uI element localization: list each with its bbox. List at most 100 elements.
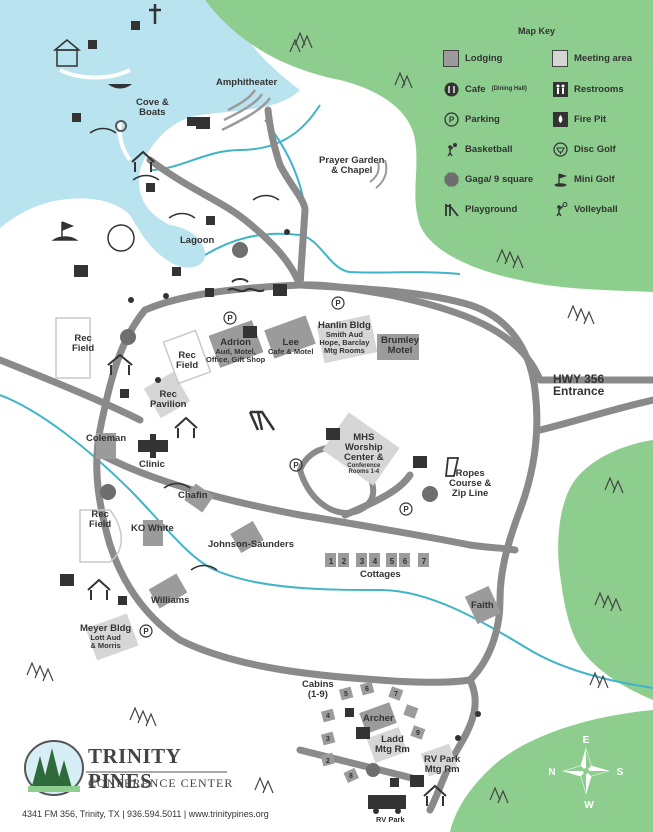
ko-white-building — [143, 520, 163, 546]
fire-pit-icon — [146, 183, 155, 192]
cottage-1 — [325, 553, 336, 567]
label-mhs: MHS Worship Center & Conference Rooms 1-… — [344, 433, 384, 476]
label-ropes: Ropes Course & Zip Line — [449, 468, 492, 499]
fire-pit-icon — [205, 288, 214, 297]
key-item-mini-golf: Mini Golf — [552, 171, 615, 187]
label-archer: Archer — [363, 713, 394, 724]
map-key: Map Key Lodging Meeting area Cafe (Dinin… — [438, 22, 650, 232]
label-cove-boats: Cove & Boats — [136, 97, 169, 118]
fire-pit-icon — [118, 596, 127, 605]
mhs-subtitle: Conference Rooms 1-4 — [347, 462, 381, 476]
cabin-number: 9 — [416, 730, 420, 737]
label-highway-entrance: HWY 356 Entrance — [553, 372, 605, 398]
cottage-4 — [369, 553, 380, 567]
fire-pit-icon — [345, 708, 354, 717]
rv-icon — [368, 795, 406, 809]
lee-building — [264, 315, 316, 359]
meyer-subtitle: Lott Aud & Morris — [90, 632, 121, 650]
label-coleman: Coleman — [86, 433, 127, 444]
tree-clusters — [26, 31, 624, 804]
label-chafin: Chafin — [178, 490, 208, 501]
fire-pit-icon — [172, 267, 181, 276]
mhs-building — [322, 412, 400, 486]
volleyball-icon — [552, 201, 568, 217]
key-label: Lodging — [465, 52, 503, 64]
compass-south: S — [617, 767, 624, 778]
cottage-7 — [418, 553, 429, 567]
restroom-icon — [413, 456, 427, 468]
ladd-building — [366, 726, 408, 764]
rec-field-center-outline — [162, 329, 212, 385]
restroom-icon — [552, 81, 568, 97]
rv-park-mtg-building — [420, 743, 458, 777]
fire-pit-icon — [131, 21, 140, 30]
playground-icon — [443, 201, 459, 217]
cottage-number: 2 — [342, 557, 347, 566]
lodging-swatch — [443, 49, 459, 67]
key-item-parking: P Parking — [443, 111, 500, 127]
chafin-building — [184, 483, 214, 513]
gazebo-icon — [52, 39, 82, 67]
restroom-icon — [60, 574, 74, 586]
clinic-icon — [138, 434, 168, 458]
fire-pit-icon — [88, 40, 97, 49]
cottage-number: 4 — [373, 557, 378, 566]
amphitheater-icon — [221, 89, 272, 132]
restroom-icon — [410, 775, 424, 787]
cottage-3 — [356, 553, 367, 567]
label-johnson-saunders: Johnson-Saunders — [208, 539, 295, 550]
boat-dock-icon — [115, 120, 127, 132]
label-hanlin: Hanlin Bldg Smith Aud Hope, Barclay Mtg … — [318, 321, 371, 355]
parking-icon: P — [227, 314, 233, 323]
key-item-basketball: Basketball — [443, 141, 513, 157]
restroom-icon — [356, 727, 370, 739]
mhs-title: MHS Worship Center & — [344, 432, 384, 463]
key-item-lodging: Lodging — [443, 49, 503, 67]
playground-icon — [248, 410, 276, 431]
label-rv-park-mtg: RV Park Mtg Rm — [424, 754, 461, 775]
gaga-icon — [232, 242, 248, 258]
cabin-number: 3 — [326, 736, 330, 743]
disc-golf-icon — [552, 141, 568, 157]
key-item-disc-golf: Disc Golf — [552, 141, 616, 157]
trinity-pines-logo: TRINITY PINES CONFERENCE CENTER — [22, 738, 237, 800]
key-label: Meeting area — [574, 52, 633, 64]
williams-building — [148, 573, 188, 609]
cottage-number: 6 — [403, 557, 408, 566]
chapel-arcs-icon — [369, 159, 388, 189]
label-ko-white: KO White — [131, 523, 174, 534]
meyer-title: Meyer Bldg — [80, 623, 132, 634]
canoe-icon — [108, 84, 132, 89]
key-label: Volleyball — [574, 203, 618, 215]
label-rec-field-center: Rec Field — [176, 350, 199, 371]
parking-icon: P — [143, 627, 149, 636]
roads — [0, 106, 653, 814]
gaga-icon — [366, 763, 380, 777]
fire-pit-icon — [72, 113, 81, 122]
key-item-playground: Playground — [443, 201, 517, 217]
key-label: Playground — [465, 203, 518, 215]
fire-pit-icon — [120, 389, 129, 398]
cottage-number: 5 — [390, 557, 395, 566]
forest-east — [558, 440, 653, 700]
label-rv-park: RV Park — [376, 815, 405, 824]
restroom-icon — [196, 117, 210, 129]
hanlin-title: Hanlin Bldg — [318, 320, 371, 331]
ropes-course-icon — [444, 457, 460, 477]
fire-pit-icon — [206, 216, 215, 225]
key-item-fire-pit: Fire Pit — [552, 111, 606, 127]
key-label: Mini Golf — [574, 173, 615, 185]
compass-east: E — [583, 735, 590, 746]
label-cottages: Cottages — [360, 569, 401, 580]
volleyball-icons — [128, 229, 461, 741]
key-label: Parking — [465, 113, 500, 125]
restroom-icon — [243, 326, 257, 338]
lake — [0, 0, 300, 268]
key-label: Basketball — [465, 143, 513, 155]
fire-pit-icon — [390, 778, 399, 787]
cabin-number: 6 — [365, 686, 369, 693]
svg-text:P: P — [448, 115, 454, 124]
label-rec-field-south: Rec Field — [89, 509, 112, 530]
logo-emblem-icon — [24, 740, 227, 796]
